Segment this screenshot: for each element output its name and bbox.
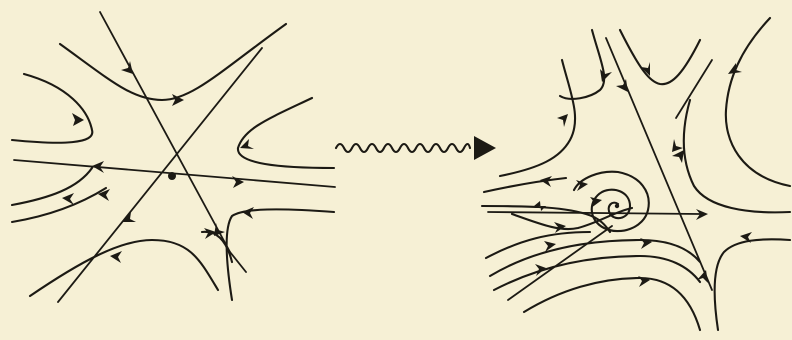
left-separatrices <box>14 12 335 302</box>
trajectory-bottom-left <box>30 240 218 296</box>
spiral-focus <box>574 172 649 231</box>
separatrix-diagonal <box>606 38 712 290</box>
arrow-r-right-mid <box>672 150 684 163</box>
right-phase-portrait <box>482 18 790 330</box>
arrow-left <box>62 193 74 205</box>
wavy-right-arrow-icon <box>336 136 496 160</box>
trajectory-left <box>12 168 92 205</box>
spiral-path <box>574 172 649 231</box>
trajectory-bottom-mid <box>524 278 700 330</box>
arrow-r-inner-left <box>534 201 546 211</box>
focus-point <box>615 204 619 208</box>
degenerate-saddle-point <box>168 172 176 180</box>
arrow-r-top-right <box>728 63 742 74</box>
separatrix-nw-se <box>100 12 230 252</box>
trajectory-top-left <box>560 30 604 99</box>
right-arrowheads <box>534 62 752 287</box>
separatrix-ne <box>676 60 712 118</box>
trajectory-right-upper <box>238 98 334 168</box>
right-trajectories <box>482 18 790 330</box>
arrow-r-diagonal-top <box>616 79 628 92</box>
trajectory-left-lower <box>484 178 566 192</box>
arrow-bottom-left <box>110 251 122 263</box>
arrow-r-left-upper <box>557 114 568 127</box>
left-trajectories <box>12 24 334 300</box>
arrow-r-top-left <box>600 69 612 82</box>
trajectory-right-mid <box>684 100 790 212</box>
trajectory-right-low <box>715 239 790 330</box>
arrow-right-line <box>232 176 244 188</box>
separatrix-sw <box>508 226 612 300</box>
separatrix-horizontal <box>488 212 700 214</box>
left-arrowheads <box>62 61 254 263</box>
trajectory-top <box>620 30 700 84</box>
trajectory-top <box>60 24 286 100</box>
left-phase-portrait <box>12 12 335 302</box>
trajectory-top-right <box>726 18 790 186</box>
trajectory-right-lower <box>227 209 334 300</box>
trajectory-upper-left <box>12 74 92 143</box>
separatrix-ne-sw <box>58 48 262 302</box>
arrow-right-lower <box>242 207 254 219</box>
arrow-upper-left <box>72 113 84 126</box>
arrow-r-ne <box>672 139 683 152</box>
